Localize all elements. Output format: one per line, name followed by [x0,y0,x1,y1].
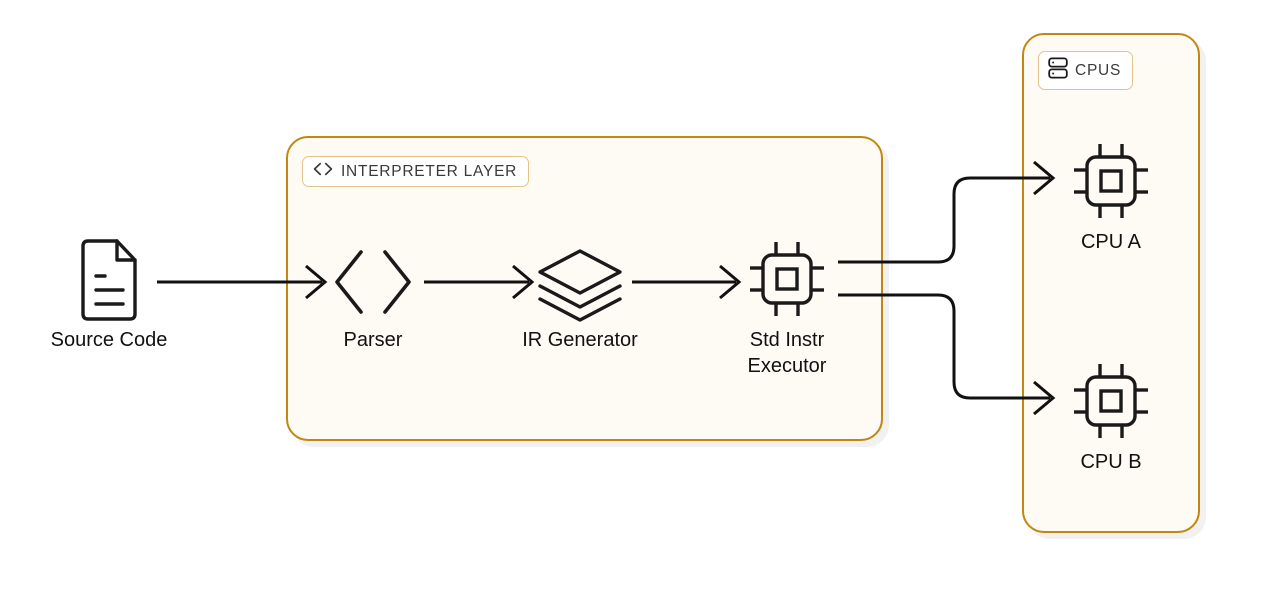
layers-stack-icon [532,238,628,322]
node-parser: Parser [278,238,468,354]
node-ir-generator: IR Generator [485,238,675,354]
cpu-chip-icon [1062,140,1160,224]
node-cpu-b-label: CPU B [1080,451,1142,473]
code-brackets-icon [312,162,334,181]
node-cpu-a: CPU A [1016,140,1206,256]
code-brackets-icon [323,238,423,322]
node-cpu-a-label: CPU A [1080,231,1142,253]
node-source-code: Source Code [14,238,204,354]
server-stack-icon [1048,57,1068,84]
node-cpu-b: CPU B [1016,360,1206,476]
node-std-instr-executor-label: Std Instr Executor [747,329,827,377]
cpus-badge: CPUS [1038,51,1134,90]
node-parser-label: Parser [343,329,403,351]
interpreter-layer-badge-label: INTERPRETER LAYER [341,162,518,180]
node-std-instr-executor: Std Instr Executor [692,238,882,379]
cpus-badge-label: CPUS [1075,61,1122,79]
cpu-chip-icon [738,238,836,322]
file-document-icon [71,238,147,322]
cpus-group: CPUS [1022,33,1200,533]
interpreter-layer-badge: INTERPRETER LAYER [302,156,530,187]
node-ir-generator-label: IR Generator [522,329,638,351]
node-source-code-label: Source Code [50,329,168,351]
cpu-chip-icon [1062,360,1160,444]
